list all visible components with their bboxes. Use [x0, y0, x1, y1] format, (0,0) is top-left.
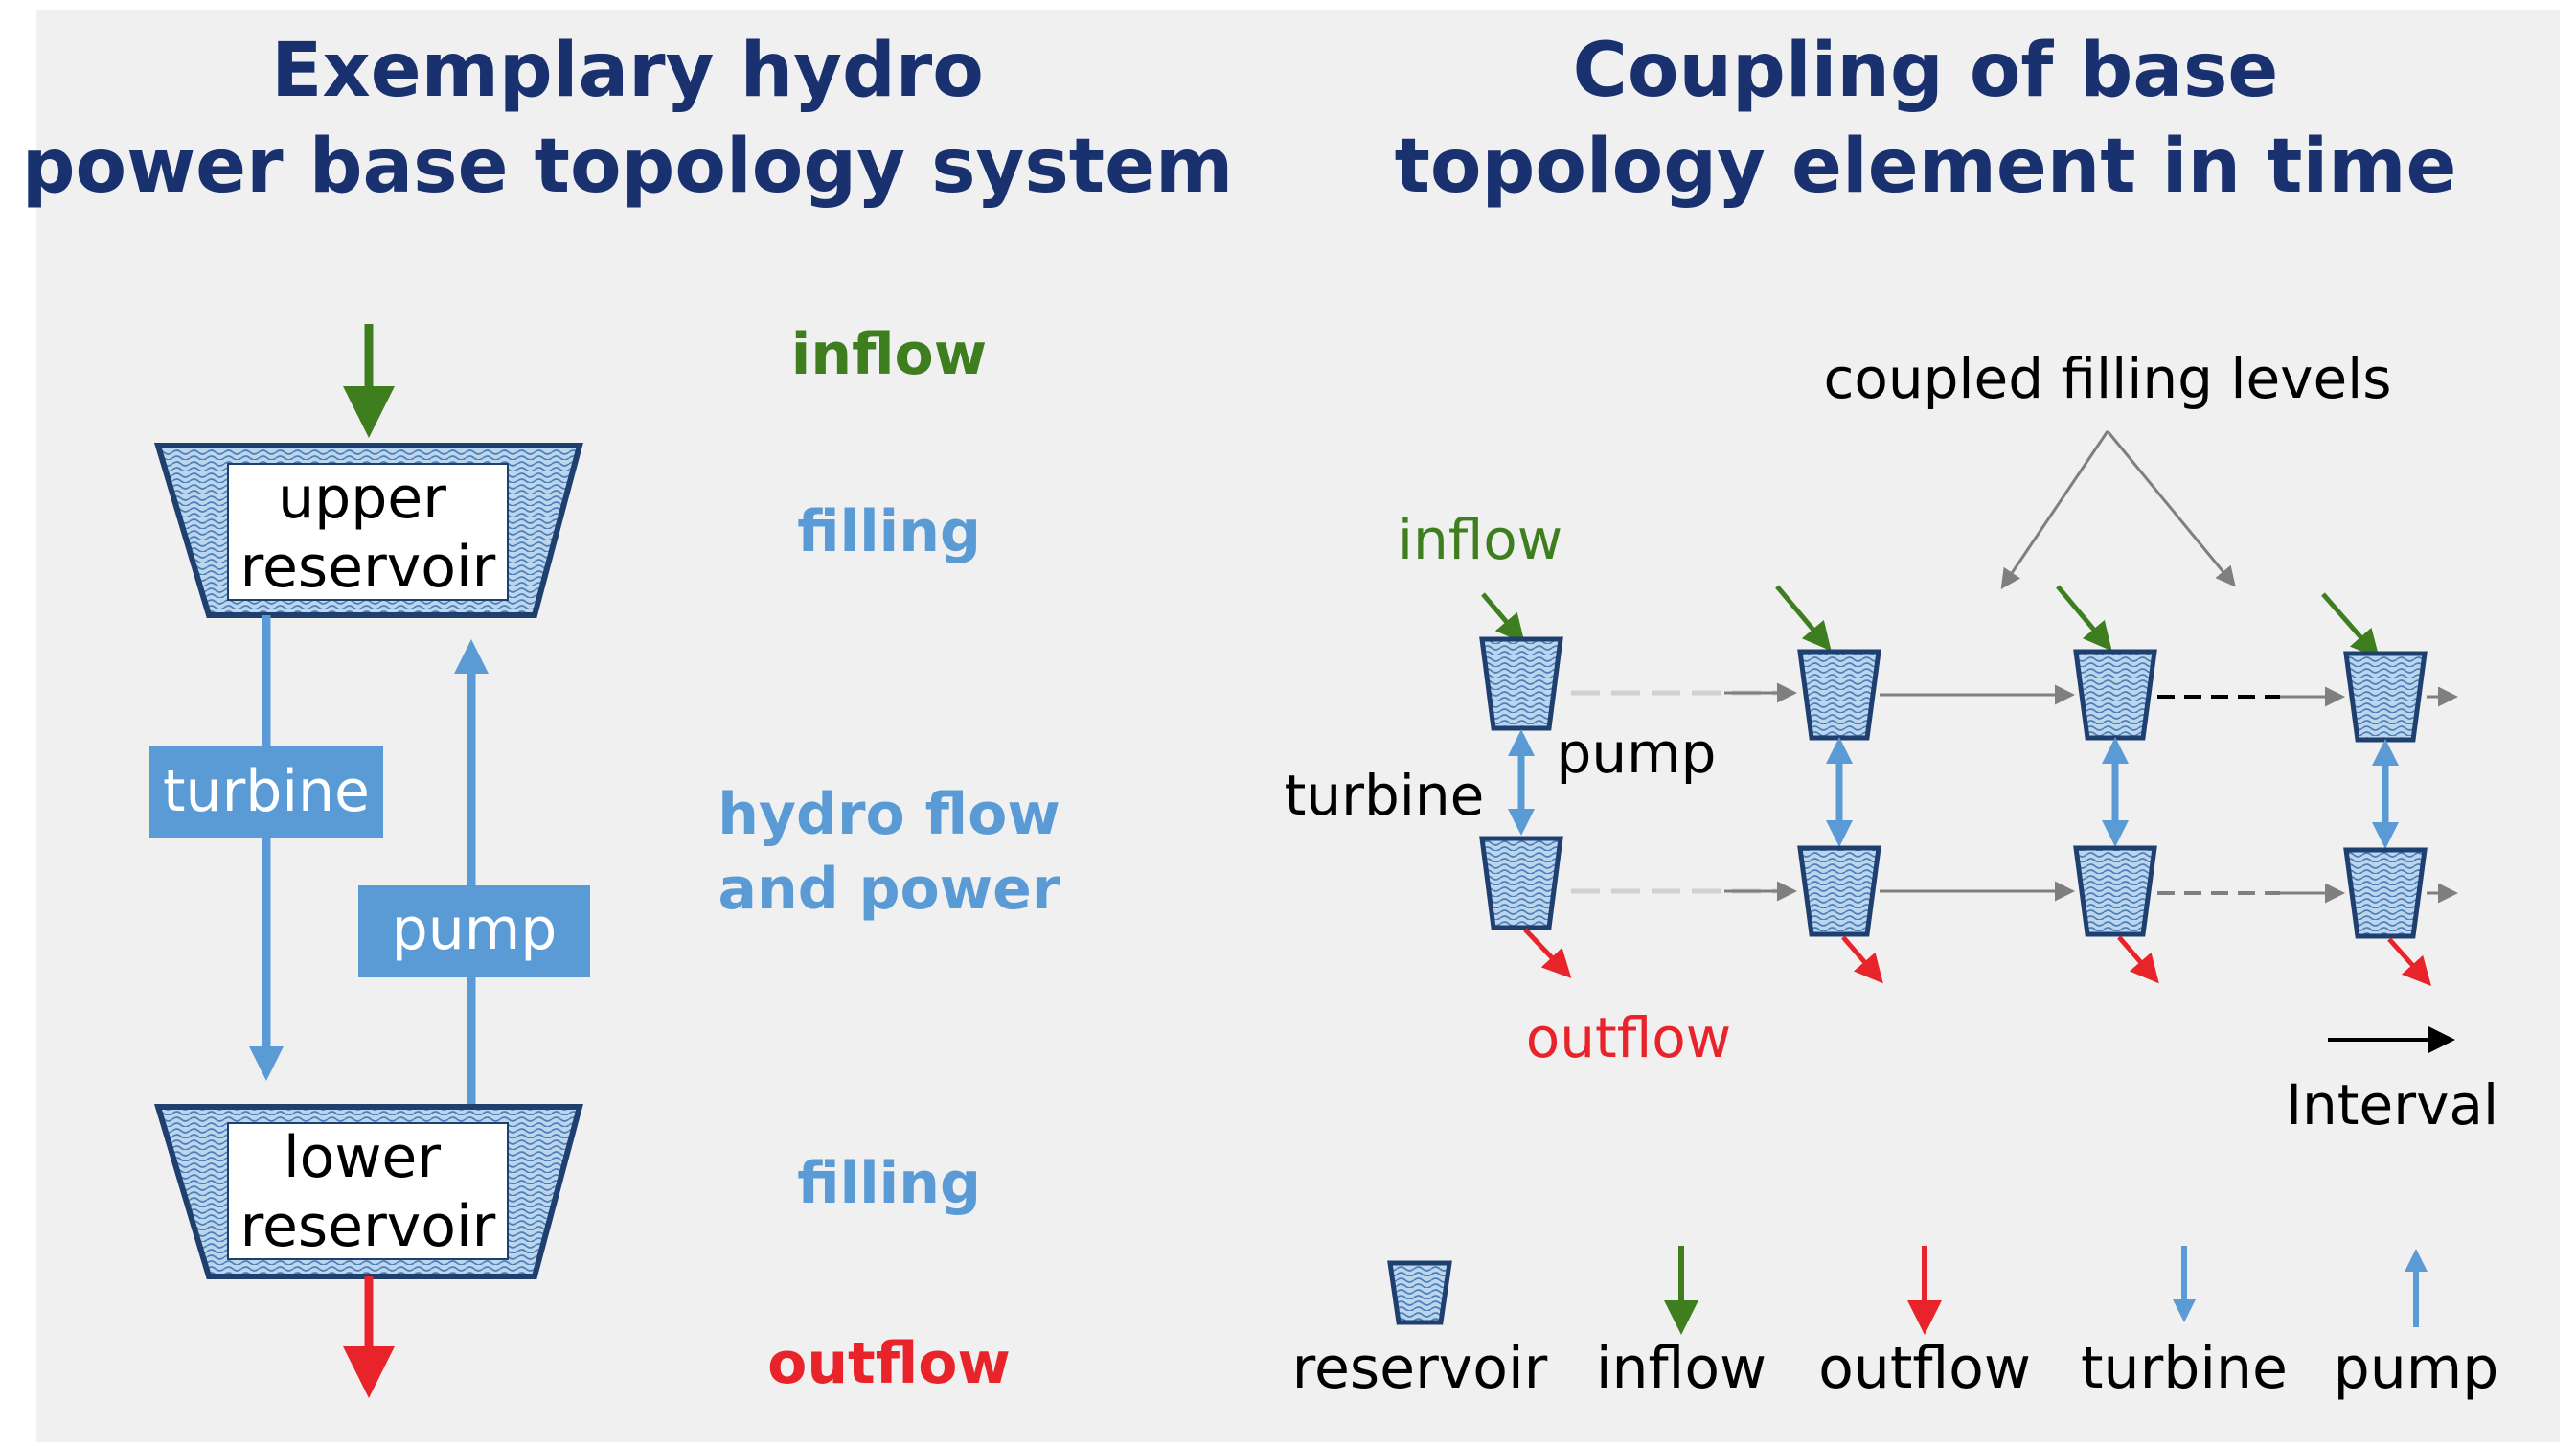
upper-reservoir-label-line1: upper: [278, 465, 446, 532]
lower-reservoir-t3: [2073, 845, 2157, 937]
right-title-line1: Coupling of base: [1573, 28, 2279, 114]
annotation-filling-lower: filling: [797, 1150, 981, 1217]
annotation-outflow: outflow: [767, 1330, 1011, 1397]
lower-reservoir-label-line2: reservoir: [240, 1193, 496, 1260]
right-turbine-label: turbine: [1285, 763, 1485, 828]
right-pump-label: pump: [1557, 721, 1717, 786]
lower-reservoir-label-box: [227, 1122, 509, 1260]
legend-pump-label: pump: [2334, 1335, 2499, 1402]
lower-reservoir-t4: [2343, 847, 2428, 939]
upper-reservoir-label-box: [227, 463, 509, 601]
right-title-line2: topology element in time: [1395, 124, 2457, 210]
legend-turbine-label: turbine: [2081, 1335, 2288, 1402]
annotation-hydro-line2: and power: [718, 856, 1060, 923]
legend-reservoir-label: reservoir: [1292, 1335, 1548, 1402]
annotation-inflow: inflow: [791, 321, 987, 388]
upper-reservoir-label-line2: reservoir: [240, 534, 496, 601]
interval-label: Interval: [2286, 1072, 2498, 1137]
time-step-1: [1479, 592, 1572, 978]
inflow-arrow-t4: [2321, 592, 2380, 659]
time-grid: [1479, 585, 2458, 987]
time-step-3: [2056, 585, 2159, 984]
right-inflow-label: inflow: [1398, 507, 1562, 572]
pump-box: [358, 885, 590, 977]
pump-box-label: pump: [392, 896, 558, 963]
inflow-arrow-t1: [1481, 592, 1525, 644]
turbine-box: [149, 746, 383, 838]
outflow-arrow-t1: [1523, 928, 1572, 978]
lower-reservoir-label-line1: lower: [284, 1124, 441, 1191]
turbine-box-label: turbine: [163, 758, 370, 825]
time-step-2: [1775, 585, 1883, 984]
outflow-arrow-t4: [2387, 937, 2432, 987]
upper-reservoir-t4: [2343, 651, 2428, 743]
legend-outflow-label: outflow: [1818, 1335, 2031, 1402]
inflow-arrow-t3: [2056, 585, 2112, 652]
upper-reservoir-t1: [1479, 636, 1563, 731]
right-outflow-label: outflow: [1526, 1005, 1731, 1070]
left-title-line2: power base topology system: [22, 124, 1234, 210]
upper-reservoir-t2: [1797, 649, 1881, 741]
annotation-hydro-line1: hydro flow: [718, 781, 1060, 848]
coupled-pointer-right: [2106, 430, 2236, 587]
coupled-pointer-left: [2000, 430, 2109, 589]
legend-reservoir-icon: [1387, 1260, 1452, 1325]
outflow-arrow-t3: [2117, 935, 2159, 984]
outflow-arrow-t2: [1841, 935, 1883, 984]
lower-reservoir-t1: [1479, 836, 1563, 930]
upper-reservoir-t3: [2073, 649, 2157, 741]
legend: reservoir inflow outflow turbine pump: [1292, 1246, 2499, 1402]
coupled-filling-levels-label: coupled filling levels: [1823, 346, 2391, 411]
annotation-filling-upper: filling: [797, 498, 981, 565]
time-step-4: [2321, 592, 2432, 987]
legend-inflow-label: inflow: [1596, 1335, 1767, 1402]
inflow-arrow-t2: [1775, 585, 1832, 652]
left-title-line1: Exemplary hydro: [271, 28, 984, 114]
lower-reservoir-t2: [1797, 845, 1881, 937]
